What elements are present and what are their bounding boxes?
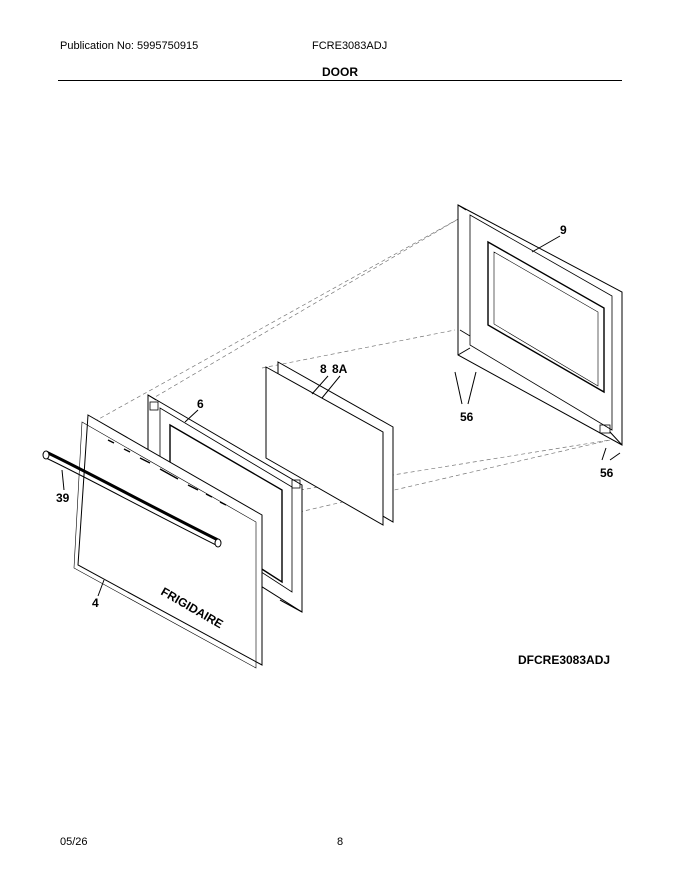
header-rule bbox=[58, 80, 622, 81]
outer-door bbox=[42, 414, 263, 669]
glass-panes bbox=[265, 361, 394, 526]
footer-date: 05/26 bbox=[60, 836, 88, 848]
leader-lines bbox=[61, 235, 621, 597]
callout-8: 8 bbox=[320, 362, 327, 376]
callout-8a: 8A bbox=[332, 362, 348, 376]
publication-number: Publication No: 5995750915 bbox=[60, 40, 199, 52]
callout-4: 4 bbox=[92, 596, 99, 610]
callout-9: 9 bbox=[560, 223, 567, 237]
alignment-lines bbox=[87, 217, 611, 521]
model-number: FCRE3083ADJ bbox=[312, 40, 388, 52]
callout-56-upper: 56 bbox=[460, 410, 474, 424]
callout-6: 6 bbox=[197, 397, 204, 411]
callout-39: 39 bbox=[56, 491, 70, 505]
diagram-code: DFCRE3083ADJ bbox=[518, 653, 611, 667]
inner-door-panel bbox=[457, 204, 623, 446]
section-title: DOOR bbox=[322, 65, 358, 79]
callout-56-lower: 56 bbox=[600, 466, 614, 480]
page-number: 8 bbox=[337, 836, 344, 848]
